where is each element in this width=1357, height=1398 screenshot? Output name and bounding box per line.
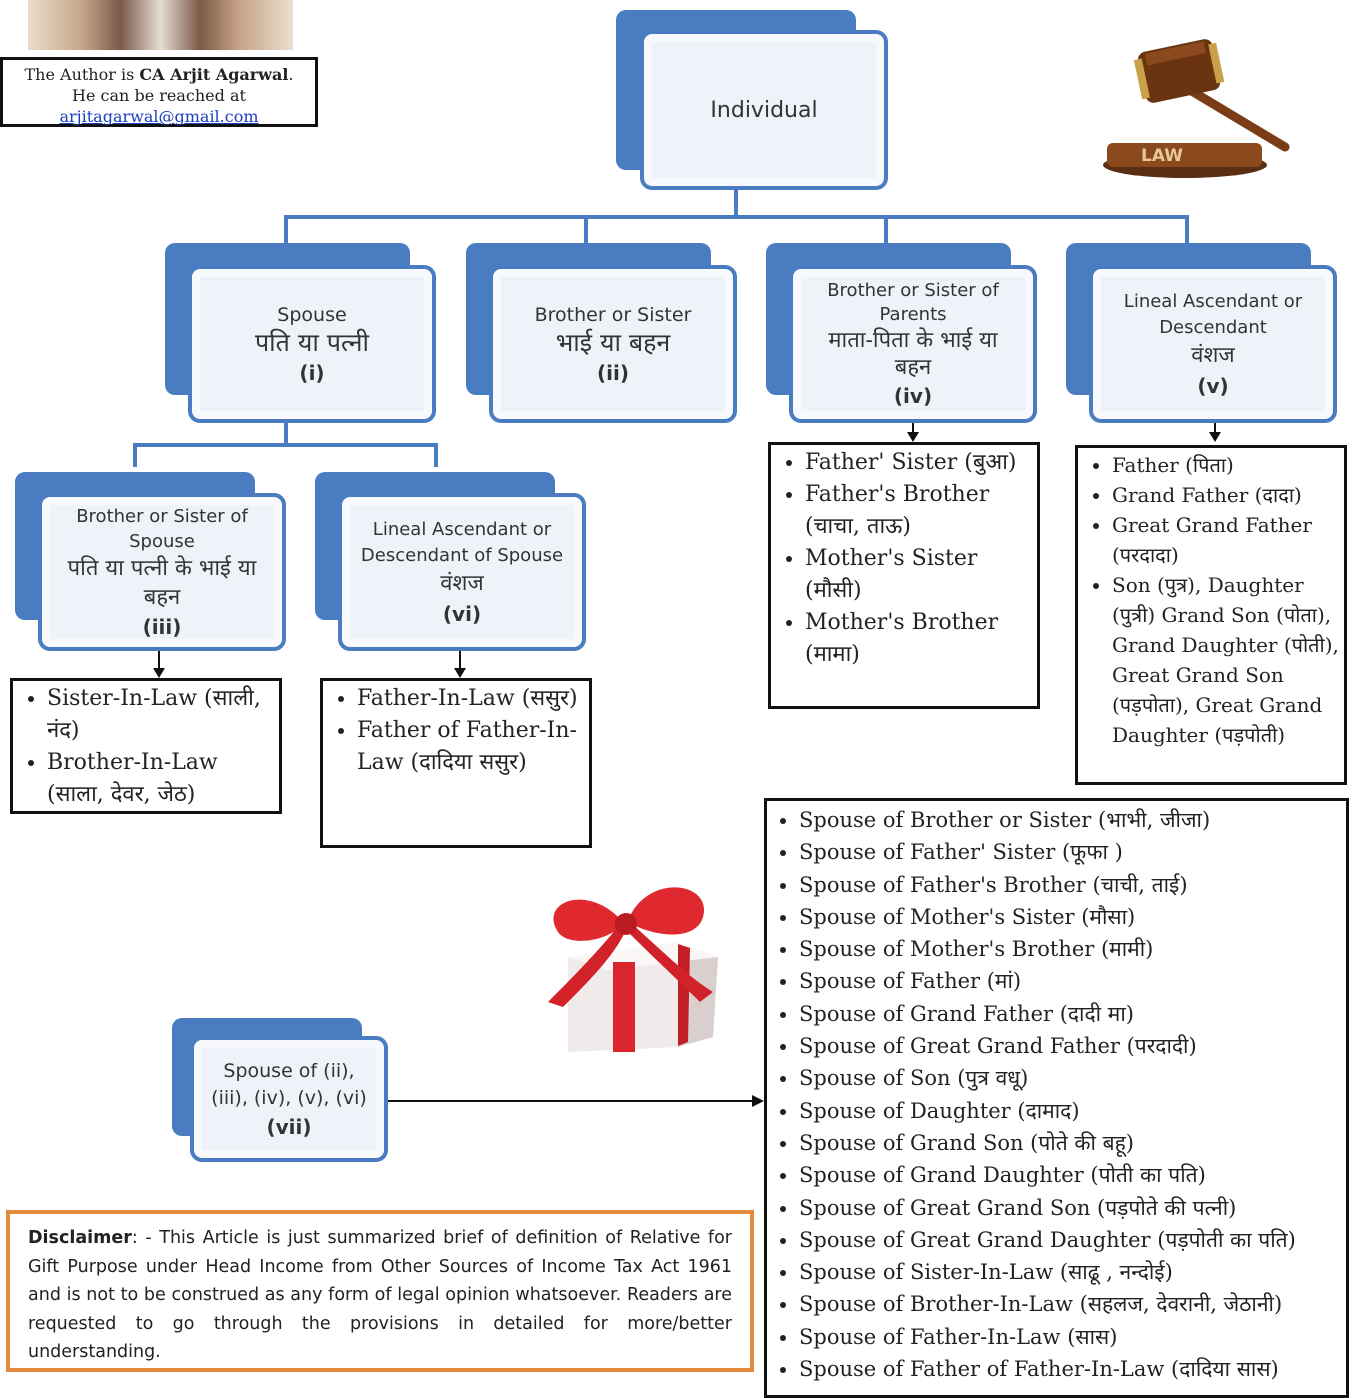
connector <box>584 215 588 245</box>
arrow-line <box>459 651 461 669</box>
lineal-of-spouse-node: Lineal Ascendant or Descendant of Spouse… <box>338 493 586 651</box>
individual-node: Individual <box>640 30 888 190</box>
node-number: (iii) <box>142 615 182 639</box>
list-item: Spouse of Great Grand Daughter (पड़पोती … <box>799 1224 1346 1256</box>
connector <box>1185 215 1189 245</box>
node-en-label: Brother or Sister of Parents <box>827 280 999 325</box>
list-iv: Father' Sister (बुआ) Father's Brother (च… <box>768 442 1040 709</box>
node-hi-label: माता-पिता के भाई या बहन <box>828 328 998 380</box>
gavel-logo-text: LAW <box>1141 146 1183 166</box>
list-item: Spouse of Father-In-Law (सास) <box>799 1321 1346 1353</box>
list-item: Father's Brother (चाचा, ताऊ) <box>805 479 1037 543</box>
node-hi-label: वंशज <box>1191 343 1235 368</box>
node-number: (vi) <box>442 602 482 626</box>
author-info-box: The Author is CA Arjit Agarwal. He can b… <box>0 57 318 127</box>
arrow-head <box>752 1095 764 1107</box>
gavel-icon: LAW <box>1103 39 1290 178</box>
author-name: CA Arjit Agarwal <box>139 65 289 84</box>
list-item: Spouse of Mother's Sister (मौसा) <box>799 901 1346 933</box>
list-item: Spouse of Mother's Brother (मामी) <box>799 933 1346 965</box>
list-item: Spouse of Father (मां) <box>799 965 1346 997</box>
list-item: Father-In-Law (ससुर) <box>357 683 589 715</box>
spouse-of-relatives-node: Spouse of (ii), (iii), (iv), (v), (vi) (… <box>190 1036 388 1162</box>
list-item: Spouse of Great Grand Son (पड़पोते की पत… <box>799 1192 1346 1224</box>
node-en-label: Spouse of (ii), (iii), (iv), (v), (vi) <box>211 1060 367 1109</box>
connector <box>434 443 438 467</box>
list-item: Spouse of Sister-In-Law (साढू , नन्दोई) <box>799 1256 1346 1288</box>
list-item: Spouse of Father of Father-In-Law (दादिय… <box>799 1353 1346 1385</box>
node-number: (v) <box>1197 374 1229 398</box>
list-vi: Father-In-Law (ससुर) Father of Father-In… <box>320 678 592 848</box>
list-item: Father of Father-In-Law (दादिया ससुर) <box>357 715 589 779</box>
list-item: Mother's Brother (मामा) <box>805 607 1037 671</box>
connector <box>284 215 1189 219</box>
connector <box>284 423 288 445</box>
arrow-head <box>153 668 165 678</box>
node-hi-label: भाई या बहन <box>555 327 671 357</box>
node-en-label: Lineal Ascendant or Descendant <box>1123 291 1303 338</box>
list-item: Spouse of Son (पुत्र वधू) <box>799 1062 1346 1094</box>
arrow-head <box>1209 432 1221 442</box>
node-en-label: Lineal Ascendant or Descendant of Spouse <box>360 519 564 566</box>
connector <box>734 190 738 218</box>
list-item: Spouse of Father' Sister (फूफा ) <box>799 836 1346 868</box>
list-iii: Sister-In-Law (साली, नंद) Brother-In-Law… <box>10 678 282 814</box>
node-en-label: Brother or Sister <box>534 303 692 326</box>
list-vii: Spouse of Brother or Sister (भाभी, जीजा)… <box>764 798 1349 1398</box>
node-number: (vii) <box>266 1115 312 1139</box>
node-hi-label: पति या पत्नी के भाई या बहन <box>67 556 257 610</box>
node-number: (i) <box>299 360 325 385</box>
node-en-label: Brother or Sister of Spouse <box>76 506 248 552</box>
arrow-line <box>388 1100 754 1102</box>
connector <box>133 443 438 447</box>
connector <box>133 443 137 467</box>
list-item: Sister-In-Law (साली, नंद) <box>47 683 279 747</box>
list-item: Great Grand Father (परदादा) <box>1112 510 1344 570</box>
brother-sister-node: Brother or Sister भाई या बहन (ii) <box>489 265 737 423</box>
arrow-line <box>158 651 160 669</box>
lineal-node: Lineal Ascendant or Descendant वंशज (v) <box>1089 265 1337 423</box>
individual-label: Individual <box>710 97 818 123</box>
disclaimer-text: : - This Article is just summarized brie… <box>28 1228 732 1362</box>
list-item: Spouse of Brother or Sister (भाभी, जीजा) <box>799 804 1346 836</box>
author-line-2: He can be reached at <box>72 86 246 105</box>
author-line-1: The Author is CA Arjit Agarwal. <box>24 65 294 84</box>
connector <box>284 215 288 245</box>
node-number: (iv) <box>893 384 933 408</box>
node-number: (ii) <box>597 360 629 385</box>
gift-icon <box>548 887 718 1052</box>
list-item: Father (पिता) <box>1112 450 1344 480</box>
list-item: Spouse of Grand Son (पोते की बहू) <box>799 1127 1346 1159</box>
list-item: Father' Sister (बुआ) <box>805 447 1037 479</box>
list-item: Son (पुत्र), Daughter (पुत्री) Grand Son… <box>1112 570 1344 750</box>
list-v: Father (पिता) Grand Father (दादा) Great … <box>1075 445 1347 785</box>
arrow-head <box>454 668 466 678</box>
list-item: Grand Father (दादा) <box>1112 480 1344 510</box>
node-hi-label: पति या पत्नी <box>254 327 370 357</box>
list-item: Spouse of Daughter (दामाद) <box>799 1095 1346 1127</box>
author-photo <box>28 0 293 50</box>
arrow-line <box>912 423 914 433</box>
spouse-node: Spouse पति या पत्नी (i) <box>188 265 436 423</box>
disclaimer-label: Disclaimer <box>28 1228 132 1248</box>
author-email-link[interactable]: arjitagarwal@gmail.com <box>59 107 259 126</box>
list-item: Spouse of Great Grand Father (परदादी) <box>799 1030 1346 1062</box>
list-item: Spouse of Brother-In-Law (सहलज, देवरानी,… <box>799 1288 1346 1320</box>
node-en-label: Spouse <box>277 303 347 326</box>
list-item: Mother's Sister (मौसी) <box>805 543 1037 607</box>
sibling-of-spouse-node: Brother or Sister of Spouse पति या पत्नी… <box>38 493 286 651</box>
connector <box>884 215 888 245</box>
list-item: Spouse of Grand Daughter (पोती का पति) <box>799 1159 1346 1191</box>
disclaimer-box: Disclaimer: - This Article is just summa… <box>6 1210 754 1372</box>
list-item: Brother-In-Law (साला, देवर, जेठ) <box>47 747 279 811</box>
node-hi-label: वंशज <box>440 571 484 596</box>
arrow-head <box>907 432 919 442</box>
arrow-line <box>1214 423 1216 433</box>
list-item: Spouse of Father's Brother (चाची, ताई) <box>799 869 1346 901</box>
list-item: Spouse of Grand Father (दादी मा) <box>799 998 1346 1030</box>
sibling-of-parents-node: Brother or Sister of Parents माता-पिता क… <box>789 265 1037 423</box>
